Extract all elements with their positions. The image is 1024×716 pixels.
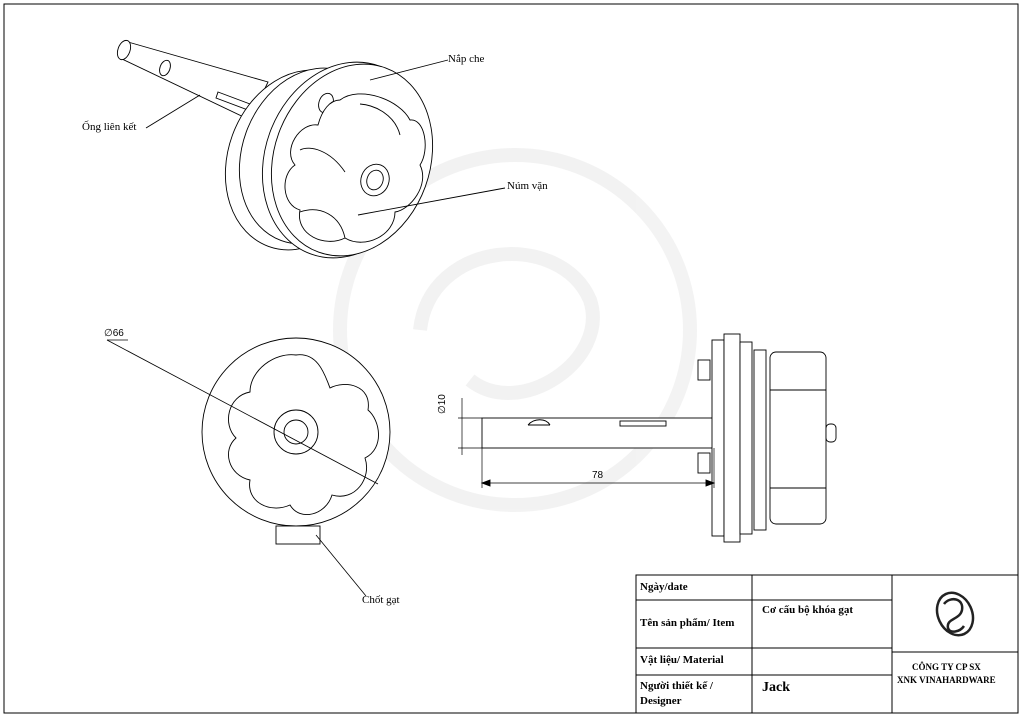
- side-screw-top: [697, 359, 711, 381]
- label-ong-lien-ket: Ống liên kết: [82, 121, 137, 133]
- leader-chot-gat: [315, 534, 367, 597]
- side-back-plate: [711, 339, 725, 537]
- title-item-value: Cơ cấu bộ khóa gạt: [762, 604, 854, 616]
- company-logo: [935, 591, 975, 637]
- title-item-label: Tên sản phẩm/ Item: [640, 617, 735, 629]
- label-nap-che: Nắp che: [448, 53, 485, 65]
- title-date-label: Ngày/date: [640, 581, 688, 593]
- isometric-view: [116, 39, 506, 259]
- company-name-line-1: CÔNG TY CP SX: [912, 662, 981, 672]
- side-mid-plate: [723, 333, 741, 543]
- dim-d66: ∅66: [104, 328, 124, 339]
- side-shaft: [481, 417, 715, 449]
- iso-shaft-hole: [159, 59, 171, 77]
- side-cover-plate: [739, 341, 753, 535]
- dim-d10: ∅10: [437, 394, 448, 414]
- leader-nap-che: [369, 59, 449, 81]
- front-latch: [275, 525, 321, 545]
- label-chot-gat: Chốt gạt: [362, 594, 400, 606]
- iso-knob: [284, 93, 426, 243]
- front-hub-inner: [283, 419, 309, 445]
- dim-78: 78: [592, 470, 604, 481]
- leader-ong-lien-ket: [145, 94, 201, 129]
- title-material-label: Vật liệu/ Material: [640, 654, 724, 666]
- side-view: [458, 333, 837, 543]
- side-screw-bottom: [697, 452, 711, 474]
- side-shaft-slot: [619, 420, 667, 427]
- diameter-symbol: ∅: [104, 328, 113, 339]
- iso-shaft-end: [116, 39, 132, 61]
- leader-num-van: [357, 187, 506, 216]
- side-knob-tip: [825, 423, 837, 443]
- watermark: [333, 148, 697, 512]
- company-name-line-2: XNK VINAHARDWARE: [897, 675, 996, 685]
- title-designer-value: Jack: [762, 680, 790, 695]
- dim-line-d66: [106, 339, 379, 485]
- title-designer-label-1: Người thiết kế /: [640, 680, 713, 692]
- diameter-symbol: ∅: [437, 405, 448, 414]
- front-view: [106, 337, 391, 597]
- title-designer-label-2: Designer: [640, 695, 682, 707]
- drawing-frame: [3, 3, 1019, 714]
- label-num-van: Núm vặn: [507, 180, 548, 192]
- title-block: [635, 574, 1019, 714]
- side-knob: [769, 351, 827, 525]
